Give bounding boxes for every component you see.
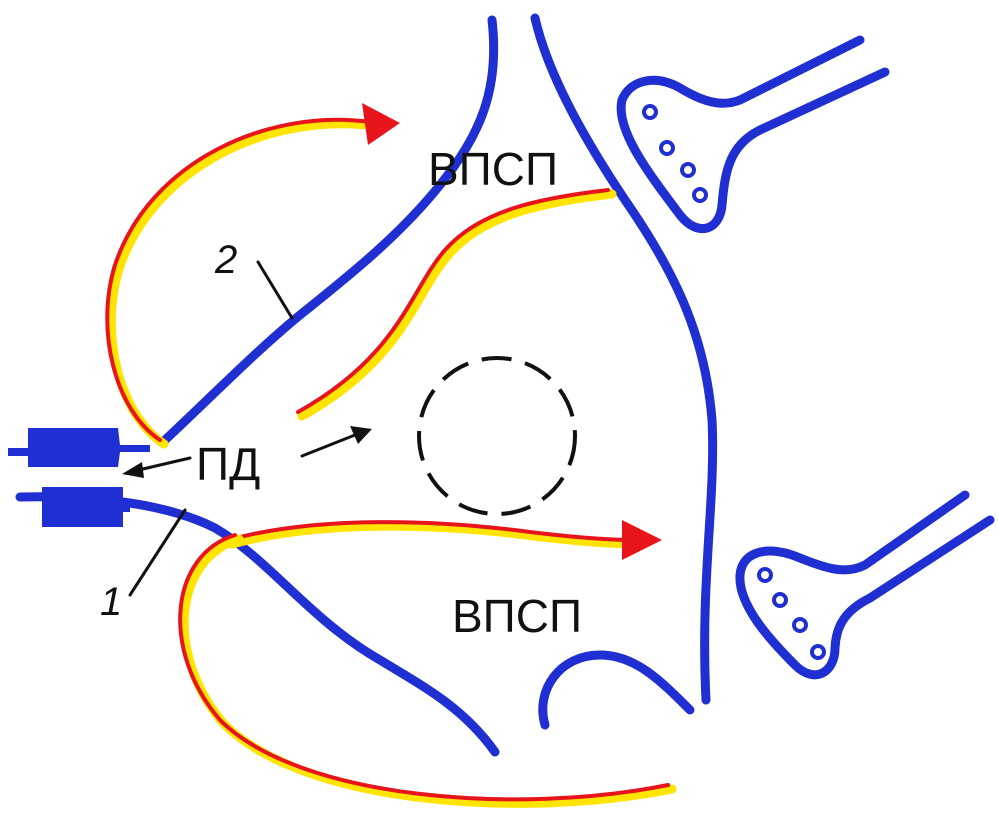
arrow-pd-to-soma	[302, 433, 360, 456]
pointer-line-2	[258, 262, 292, 318]
vesicles-top	[644, 106, 706, 201]
synaptic-terminal-icon	[740, 495, 990, 675]
arrowhead-pd-left	[122, 462, 144, 478]
current-loop-bottom-large	[180, 535, 672, 803]
dashed-circle-icon	[419, 358, 575, 514]
pointer-line-1	[130, 510, 185, 595]
current-loop-bottom-arrow	[228, 520, 662, 560]
action-potential-label: ПД	[196, 438, 260, 490]
epsp-label-top: ВПСП	[428, 143, 558, 195]
synaptic-terminal-bottom	[740, 495, 990, 675]
epsp-label-bottom: ВПСП	[452, 590, 582, 642]
synaptic-terminal-top	[621, 40, 885, 229]
marker-2-label: 2	[214, 238, 237, 282]
marker-1-label: 1	[100, 580, 122, 624]
arrowhead-top	[362, 103, 400, 145]
lower-dendrite-stub	[543, 655, 690, 725]
arrowhead-bottom	[622, 520, 662, 560]
synaptic-terminal-icon	[621, 40, 885, 229]
electrode-icon	[8, 428, 150, 527]
current-loop-top-inner	[298, 190, 612, 416]
vesicles-bottom	[759, 569, 824, 658]
